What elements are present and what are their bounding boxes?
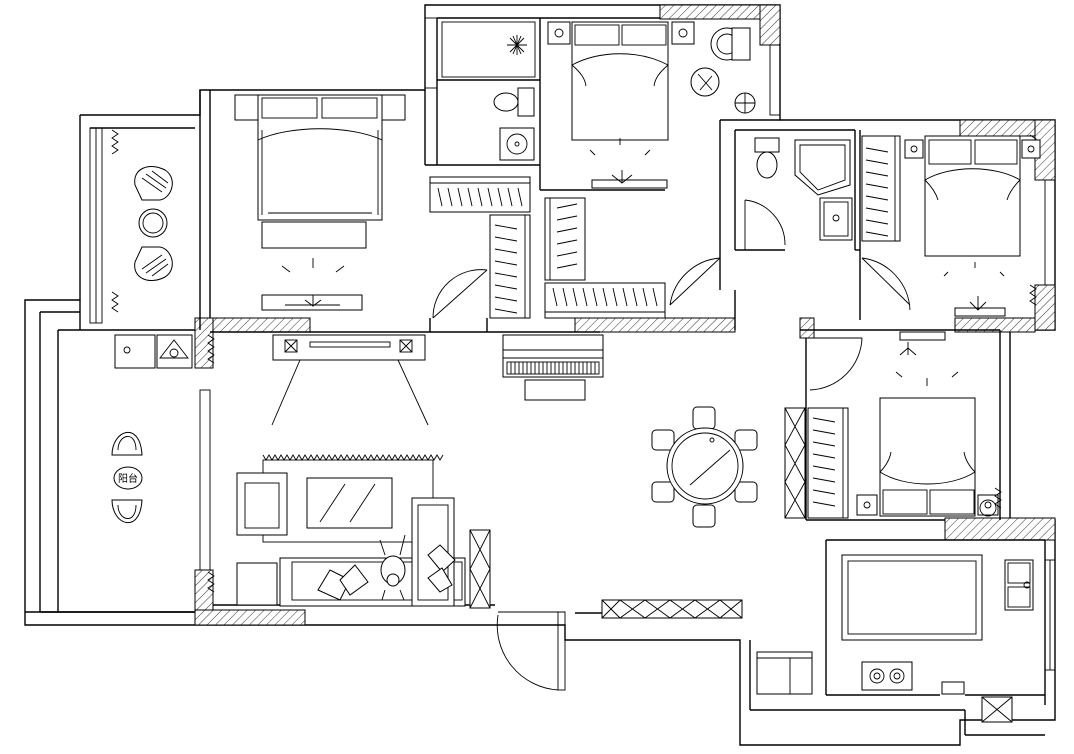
kitchen-sink xyxy=(1004,559,1034,611)
kitchen-island xyxy=(841,554,983,641)
closet-right-top xyxy=(861,135,901,242)
water-heater xyxy=(941,681,1013,723)
armchair-living xyxy=(236,472,288,536)
coffee-table xyxy=(306,477,393,529)
piano xyxy=(502,334,604,401)
side-table-top xyxy=(690,67,756,114)
tv-console-living xyxy=(271,334,429,426)
doors xyxy=(432,199,911,691)
bed-top-middle xyxy=(547,21,695,189)
washing-machine xyxy=(114,334,193,369)
closet-a xyxy=(429,176,531,213)
tv-cabinet-bedroom xyxy=(261,258,363,311)
sink-right xyxy=(819,197,853,241)
closet-c xyxy=(544,197,586,281)
balcony-plants xyxy=(111,129,1037,593)
fridge xyxy=(756,651,813,695)
kitchen-plant xyxy=(979,487,1002,517)
closet-d xyxy=(544,282,666,319)
closet-b xyxy=(489,214,531,319)
master-bed xyxy=(234,94,406,249)
person-on-sofa xyxy=(379,534,406,601)
balcony-chairs xyxy=(134,166,173,281)
balcony-label: 阳台 xyxy=(118,472,138,485)
dining-sideboard xyxy=(784,407,806,519)
bed-right-top xyxy=(904,135,1041,317)
closet-right-middle xyxy=(807,407,849,519)
sofa xyxy=(279,497,466,607)
shower-right xyxy=(794,139,851,196)
sink-top xyxy=(499,127,535,161)
bookshelf-living xyxy=(469,529,491,609)
armchair-top xyxy=(710,27,751,61)
toilet-top xyxy=(493,87,535,117)
balcony-loungers xyxy=(111,432,143,523)
toilet-right xyxy=(754,137,780,179)
cooktop xyxy=(861,661,913,691)
side-table-living xyxy=(236,562,278,606)
shoe-cabinet xyxy=(601,599,743,619)
shower xyxy=(441,21,536,78)
structural-columns xyxy=(194,4,1056,626)
windows xyxy=(89,17,1056,671)
bed-right-middle xyxy=(856,331,999,517)
dining-set xyxy=(651,406,758,528)
